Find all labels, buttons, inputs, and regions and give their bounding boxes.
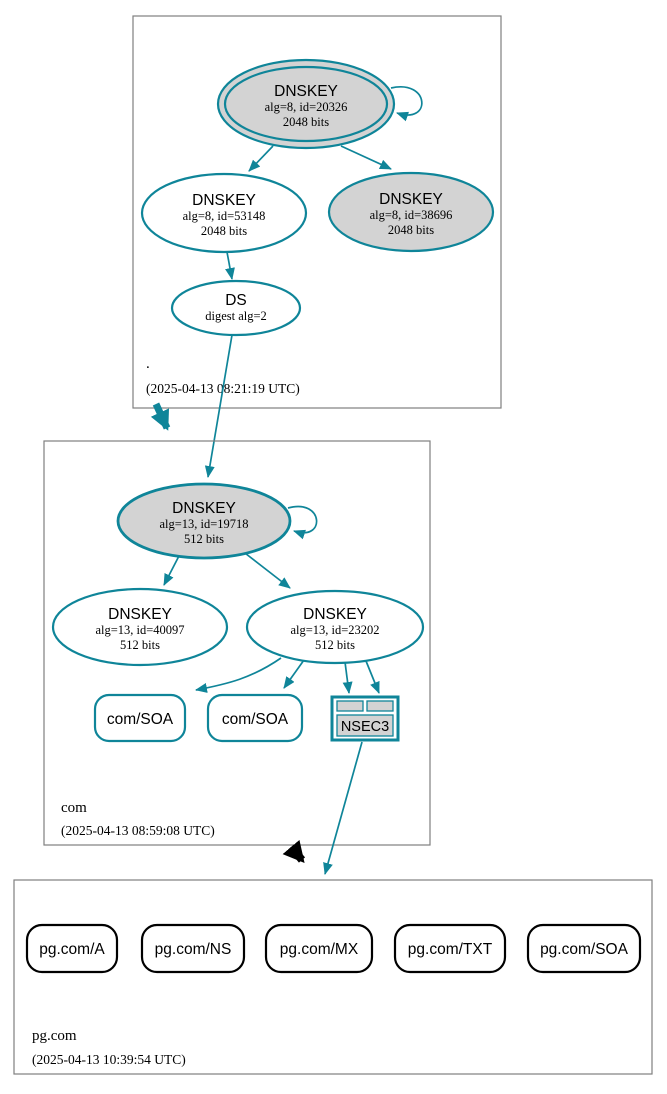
node-root-zsk-dnskey-53148: DNSKEY alg=8, id=53148 2048 bits	[140, 172, 308, 254]
zone-com-border	[43, 440, 431, 846]
edge-com-ksk-self	[287, 505, 318, 540]
node-pg-com-soa: pg.com/SOA	[526, 923, 642, 974]
node-root-38696-detail1: alg=8, id=38696	[370, 208, 453, 222]
node-root-ksk-detail1: alg=8, id=20326	[265, 100, 348, 114]
node-com-40097-detail1: alg=13, id=40097	[95, 623, 184, 637]
zone-root: . (2025-04-13 08:21:19 UTC) DNSKEY alg=8…	[132, 15, 502, 409]
node-root-ksk-dnskey-20326: DNSKEY alg=8, id=20326 2048 bits	[216, 58, 396, 150]
node-pg-com-mx-label: pg.com/MX	[280, 941, 359, 958]
node-pg-com-soa-label: pg.com/SOA	[540, 941, 629, 958]
edge-nsec3-to-pgcom	[323, 741, 363, 875]
node-pg-com-mx: pg.com/MX	[264, 923, 374, 974]
node-com-soa-1-label: com/SOA	[107, 711, 174, 728]
node-root-ksk-inner[interactable]	[223, 65, 389, 143]
node-root-zsk-detail1: alg=8, id=53148	[183, 209, 266, 223]
edge-root-ksk-self	[390, 85, 423, 122]
zone-pg-com: pg.com (2025-04-13 10:39:54 UTC) pg.com/…	[13, 879, 653, 1075]
node-root-ds-type: DS	[225, 292, 247, 309]
node-com-nsec3: NSEC3	[330, 695, 400, 742]
nsec3-cell-label	[336, 714, 394, 737]
zone-com-timestamp: (2025-04-13 08:59:08 UTC)	[61, 823, 215, 838]
node-com-ksk-dnskey-19718: DNSKEY alg=13, id=19718 512 bits	[116, 482, 292, 560]
zone-com: com (2025-04-13 08:59:08 UTC) DNSKEY alg…	[43, 440, 431, 846]
node-com-nsec3-label: NSEC3	[341, 719, 389, 735]
zone-pg-com-label: pg.com	[32, 1028, 77, 1044]
zone-root-label: .	[146, 356, 150, 372]
node-com-40097-detail2: 512 bits	[120, 638, 160, 652]
node-root-ksk-detail2: 2048 bits	[283, 115, 329, 129]
edge-com-ksk-zsk	[240, 549, 291, 589]
edge-com-ksk-40097	[163, 553, 181, 586]
node-com-soa-2: com/SOA	[206, 693, 304, 743]
edge-com-zsk-soa1	[195, 657, 282, 693]
node-com-zsk-detail1: alg=13, id=23202	[290, 623, 379, 637]
edge-root-zsk-ds	[225, 251, 235, 280]
node-pg-com-txt-label: pg.com/TXT	[408, 941, 493, 958]
node-root-38696-type: DNSKEY	[379, 191, 443, 208]
nsec3-cell-left	[336, 700, 364, 712]
node-root-zsk-type: DNSKEY	[192, 192, 256, 209]
node-pg-com-ns: pg.com/NS	[140, 923, 246, 974]
node-com-dnskey-40097: DNSKEY alg=13, id=40097 512 bits	[51, 587, 229, 667]
node-root-ds: DS digest alg=2	[170, 279, 302, 337]
node-com-ksk-detail2: 512 bits	[184, 532, 224, 546]
edge-com-zsk-nsec3-a	[342, 661, 353, 694]
node-com-zsk-type: DNSKEY	[303, 606, 367, 623]
node-com-ksk-detail1: alg=13, id=19718	[159, 517, 248, 531]
edge-com-to-pgcom-delegation	[282, 839, 306, 864]
node-root-ds-detail1: digest alg=2	[205, 309, 267, 323]
edge-root-to-com-delegation	[150, 402, 171, 431]
node-root-ksk-type: DNSKEY	[274, 83, 338, 100]
node-com-zsk-dnskey-23202: DNSKEY alg=13, id=23202 512 bits	[245, 589, 425, 665]
zone-pg-com-timestamp: (2025-04-13 10:39:54 UTC)	[32, 1052, 186, 1067]
node-pg-com-a: pg.com/A	[25, 923, 119, 974]
node-root-dnskey-38696: DNSKEY alg=8, id=38696 2048 bits	[327, 171, 495, 253]
node-com-40097-type: DNSKEY	[108, 606, 172, 623]
nsec3-cell-right	[366, 700, 394, 712]
node-root-38696-detail2: 2048 bits	[388, 223, 434, 237]
edge-root-ksk-zsk	[248, 145, 274, 172]
node-pg-com-txt: pg.com/TXT	[393, 923, 507, 974]
edge-ds-to-com-ksk	[204, 334, 233, 478]
zone-pg-com-border	[13, 879, 653, 1075]
node-pg-com-a-label: pg.com/A	[39, 941, 105, 958]
node-com-soa-2-label: com/SOA	[222, 711, 289, 728]
edge-com-zsk-nsec3-b	[365, 660, 380, 694]
node-com-soa-1: com/SOA	[93, 693, 187, 743]
edge-root-ksk-38696	[340, 145, 392, 170]
edge-com-zsk-soa2	[283, 659, 305, 689]
zone-com-label: com	[61, 800, 87, 816]
zone-root-border	[132, 15, 502, 409]
node-com-zsk-detail2: 512 bits	[315, 638, 355, 652]
node-com-ksk-type: DNSKEY	[172, 500, 236, 517]
node-root-zsk-detail2: 2048 bits	[201, 224, 247, 238]
node-pg-com-ns-label: pg.com/NS	[155, 941, 232, 958]
